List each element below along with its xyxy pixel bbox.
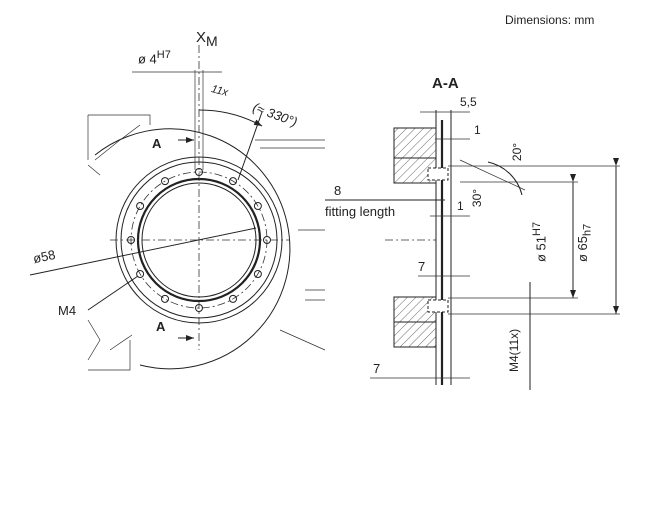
bolt-hole [161,294,169,303]
m4-count: (11x) [507,328,521,356]
section-mark-bottom: A [156,319,166,334]
dim-8: 8 [334,183,342,198]
bolt-hole [253,202,262,210]
bolt-hole [253,270,262,278]
chamfer-angle-arc [487,161,523,196]
dim-7-bottom: 7 [373,361,381,376]
pin-dimension: ø 4H7 [138,49,171,67]
section-mark-top: A [152,136,162,151]
bolt-hole [229,294,237,303]
dia51-tol: H7 [531,221,543,236]
bolt-hole [161,177,169,186]
thread-label: M4 [58,303,77,318]
angle-20: 20° [510,142,525,162]
dim-1-top: 1 [474,123,481,137]
units-label: Dimensions: mm [505,13,595,27]
chamfer-line [459,159,526,191]
housing-detail [87,114,151,176]
bolt-hole [229,177,237,186]
bolt-hole [136,270,145,278]
axis-label: XM [196,30,218,48]
housing-outline [94,128,291,370]
housing-detail [87,319,133,371]
pin-dia: ø 4 [138,51,157,67]
dia58-leader [29,227,257,276]
fitting-length: fitting length [325,204,396,219]
dia65-label: ø 65h7 [575,223,594,262]
axis-sub: M [206,33,218,49]
housing-detail [255,139,325,231]
bolt-holes [127,168,271,312]
dia51-label: ø 51H7 [531,221,549,262]
axis-x: X [196,29,207,46]
threaded-hole-top [427,167,449,181]
section-title: A-A [432,75,459,92]
pin-tol: H7 [156,49,171,61]
dia51-value: ø 51 [533,235,549,262]
bolt-hole [136,202,145,210]
dim-7-mid: 7 [418,259,426,274]
m4-thread-label: M4(11x) [507,328,521,372]
section-view [325,110,620,390]
housing-detail [279,289,326,351]
m4-value: M4 [507,355,521,372]
dim-5-5: 5,5 [460,95,477,109]
dia65-value: ø 65 [575,235,590,262]
angle-extension-line [237,111,263,181]
dim-1-mid: 1 [457,199,464,213]
m4-leader [87,275,139,311]
front-view [29,45,326,371]
dia65-tol: h7 [581,223,594,236]
angle-30: 30° [470,188,485,208]
threaded-hole-bottom [427,299,449,313]
